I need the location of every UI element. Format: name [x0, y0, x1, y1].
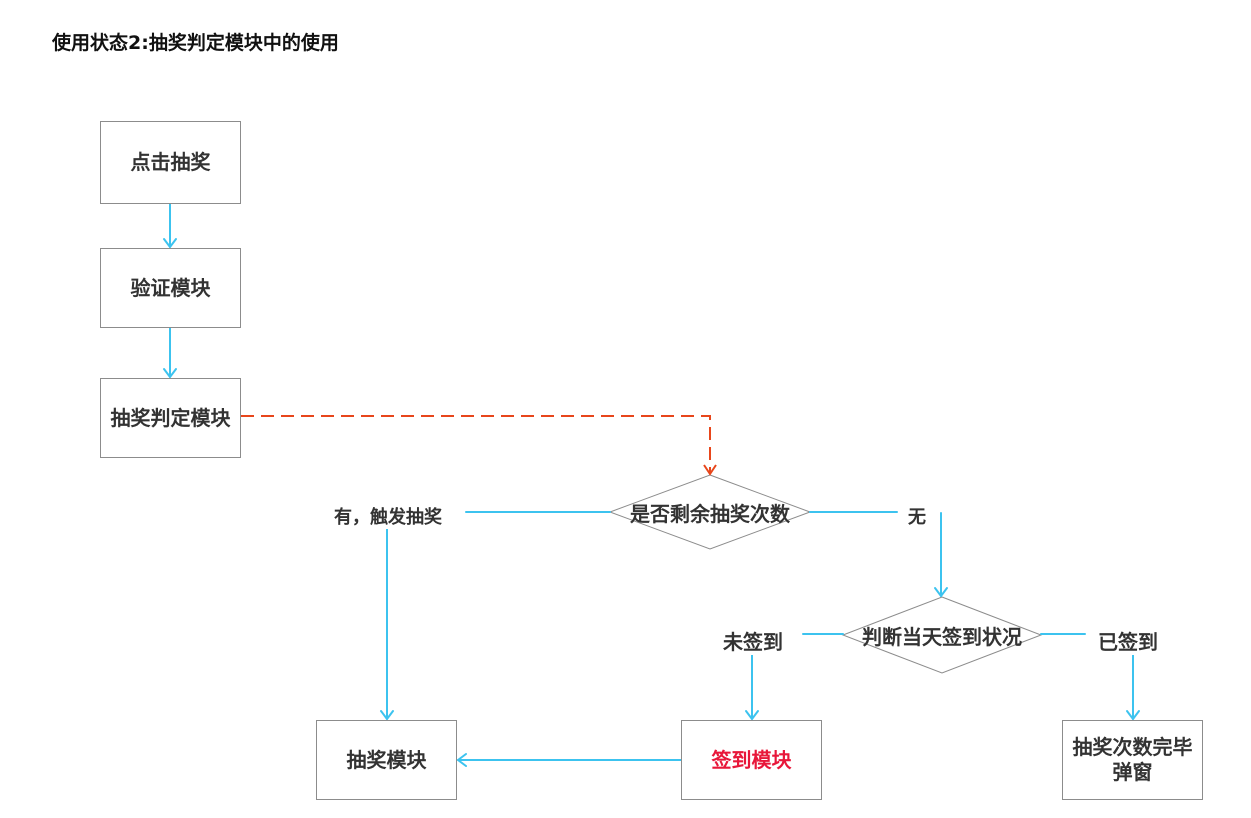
remaining-check-diamond [608, 474, 812, 550]
node-draw-exhausted-popup-label: 抽奖次数完毕弹窗 [1072, 735, 1193, 784]
edge-label-has-remaining: 有，触发抽奖 [332, 503, 444, 529]
node-draw-judge-module: 抽奖判定模块 [100, 378, 241, 458]
node-signin-status-label: 判断当天签到状况 [862, 624, 1022, 649]
node-remaining-check-label: 是否剩余抽奖次数 [630, 501, 790, 526]
node-click-draw: 点击抽奖 [100, 121, 241, 204]
dashed-arrow-judge-to-remaining [241, 415, 711, 473]
node-click-draw-label: 点击抽奖 [130, 150, 211, 174]
signin-status-diamond [841, 596, 1043, 674]
edge-label-none: 无 [906, 503, 928, 529]
node-draw-module: 抽奖模块 [316, 720, 457, 800]
node-draw-judge-module-label: 抽奖判定模块 [110, 405, 231, 430]
edge-label-signed: 已签到 [1096, 626, 1160, 655]
node-verify-module-label: 验证模块 [130, 275, 211, 300]
node-draw-module-label: 抽奖模块 [346, 747, 427, 772]
node-signin-module-label: 签到模块 [711, 747, 792, 772]
node-draw-exhausted-popup: 抽奖次数完毕弹窗 [1062, 720, 1203, 800]
node-signin-module: 签到模块 [681, 720, 822, 800]
page-title: 使用状态2:抽奖判定模块中的使用 [52, 32, 339, 54]
edge-label-not-signed: 未签到 [721, 626, 785, 655]
node-verify-module: 验证模块 [100, 248, 241, 328]
